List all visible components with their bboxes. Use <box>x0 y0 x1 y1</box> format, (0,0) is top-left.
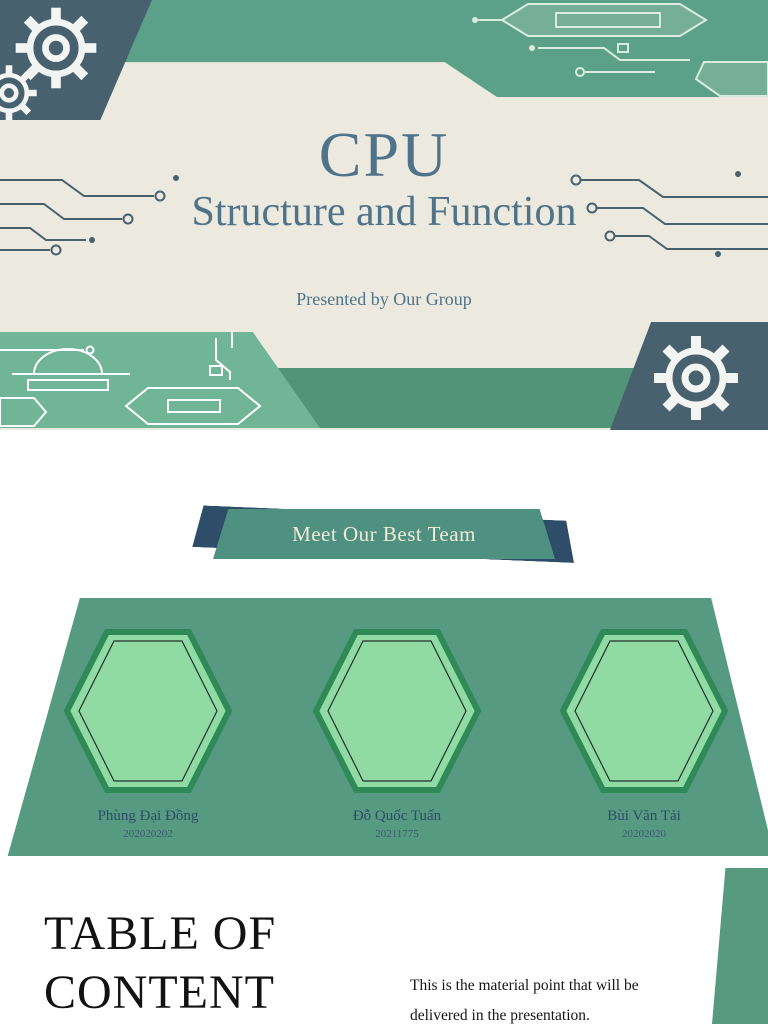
right-green-strip <box>712 868 768 1024</box>
slide-title: CPU Structure and Function Presented by … <box>0 0 768 430</box>
member-name: Phùng Đại Đồng <box>97 808 199 824</box>
slide-table-of-content: TABLE OF CONTENT This is the material po… <box>0 868 768 1024</box>
slide-team: Meet Our Best Team Phùng Đại Đồng 202020… <box>0 462 768 858</box>
slide-subtitle-text: Structure and Function <box>191 189 577 235</box>
toc-title-line1: TABLE OF <box>44 907 277 960</box>
gear-icon <box>654 336 738 420</box>
presented-by-text: Presented by Our Group <box>296 289 472 309</box>
team-member: Phùng Đại Đồng 202020202 <box>48 808 248 840</box>
member-name: Bùi Văn Tải <box>607 808 681 824</box>
circuit-trace-left-icon <box>0 175 179 256</box>
bottom-left-circuit-panel <box>0 332 320 428</box>
member-id: 20202020 <box>622 828 666 840</box>
hexagon-frame-icon <box>312 629 482 793</box>
toc-title: TABLE OF CONTENT <box>44 904 276 1022</box>
circuit-trace-right-icon <box>570 171 768 257</box>
dome-chip-icon <box>0 332 262 427</box>
team-banner: Meet Our Best Team <box>213 509 555 559</box>
team-member: Bùi Văn Tải 20202020 <box>544 808 744 840</box>
toc-title-line2: CONTENT <box>44 966 275 1019</box>
gear-icon <box>15 7 97 89</box>
bottom-right-slate-shape <box>610 322 768 430</box>
toc-desc-line2: delivered in the presentation. <box>410 1007 590 1024</box>
team-panel: Phùng Đại Đồng 202020202 Đỗ Quốc Tuấn 20… <box>7 598 768 856</box>
slide-title-text: CPU <box>318 119 450 190</box>
circuit-chip-icon <box>472 3 768 97</box>
banner-title: Meet Our Best Team <box>292 521 476 546</box>
member-name: Đỗ Quốc Tuấn <box>352 808 442 824</box>
gear-icon <box>0 65 37 120</box>
hexagon-frame-icon <box>559 629 729 793</box>
toc-description: This is the material point that will be … <box>410 971 639 1024</box>
toc-desc-line1: This is the material point that will be <box>410 977 639 994</box>
team-member: Đỗ Quốc Tuấn 20211775 <box>297 808 497 840</box>
member-id: 20211775 <box>375 828 419 840</box>
hexagon-frame-icon <box>63 629 233 793</box>
member-id: 202020202 <box>123 828 173 840</box>
